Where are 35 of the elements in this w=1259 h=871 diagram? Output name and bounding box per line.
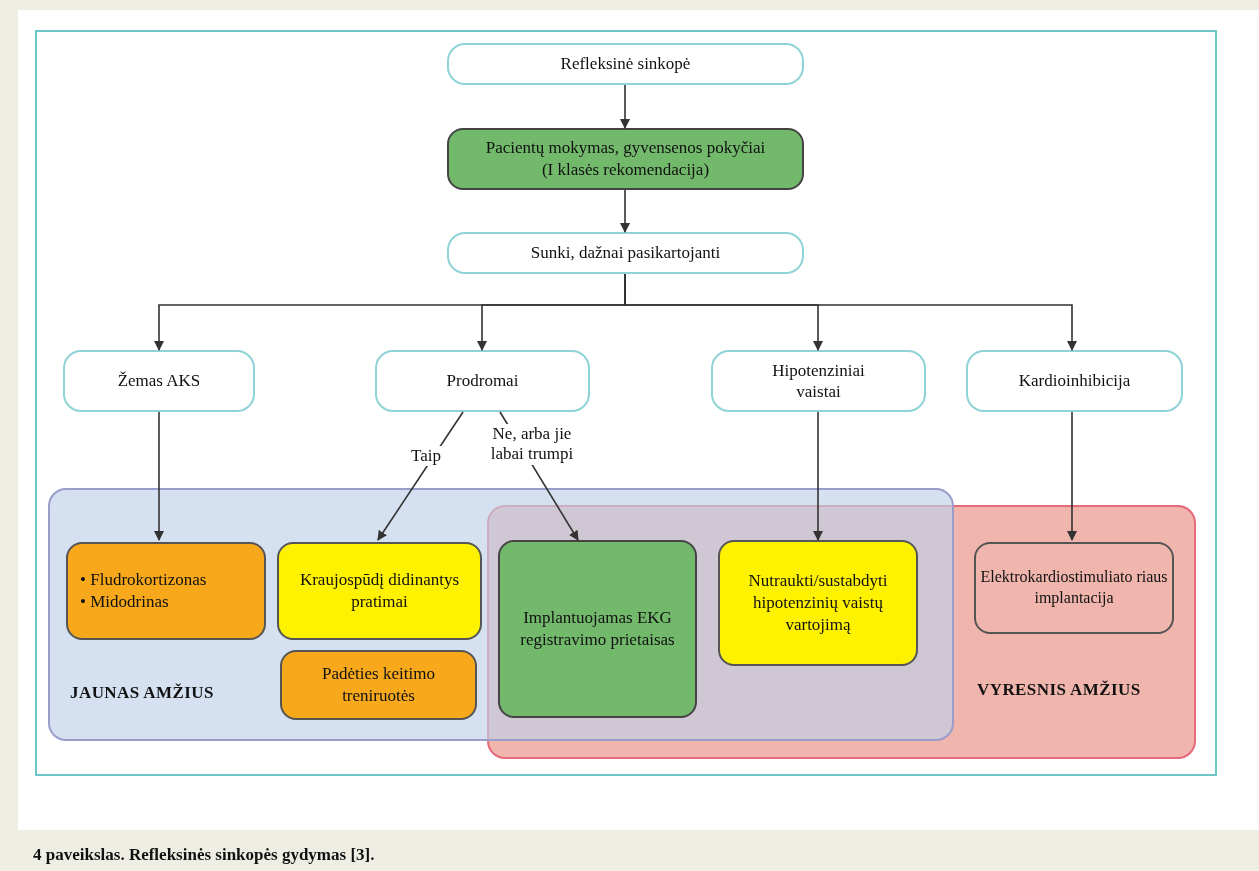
process-box: [718, 540, 918, 666]
arrow: [813, 411, 823, 541]
box-text: Žemas AKS: [117, 370, 201, 392]
rounded-box: [375, 350, 590, 412]
process-box: [66, 542, 266, 640]
box-text: Kraujospūdį didinantys pratimai: [298, 568, 461, 613]
list-item: • Midodrinas: [80, 591, 170, 613]
box-text: Sunki, dažnai pasikartojanti: [530, 242, 721, 264]
process-box: [498, 540, 697, 718]
rounded-box: [447, 232, 804, 274]
process-box: [277, 542, 482, 640]
arrow: [620, 189, 630, 233]
caption: 4 paveikslas. Refleksinės sinkopės gydymas [3].: [33, 844, 375, 866]
box-text: Elektrokardiostimuliato riaus implantacija: [980, 567, 1168, 609]
box-text: Hipotenziniai vaistai: [771, 359, 866, 403]
group-label: VYRESNIS AMŽIUS: [977, 679, 1141, 701]
process-box: [974, 542, 1174, 634]
box-text: Nutraukti/sustabdyti hipotenzinių vaistų vartojimą: [747, 569, 889, 637]
group-label: JAUNAS AMŽIUS: [70, 682, 214, 704]
box-text: Implantuojamas EKG registravimo prietaisas: [519, 606, 676, 651]
box-text: Pacientų mokymas, gyvensenos pokyčiai (I klasės rekomendacija): [485, 136, 766, 181]
process-box: [280, 650, 477, 720]
box-text: Prodromai: [446, 370, 519, 392]
arrow: [620, 84, 630, 129]
process-box: [447, 128, 804, 190]
arrow: [154, 411, 164, 541]
arrow: [1067, 411, 1077, 541]
box-text: Refleksinė sinkopė: [560, 53, 691, 75]
rounded-box: [63, 350, 255, 412]
rounded-box: [447, 43, 804, 85]
list-item: • Fludrokortizonas: [80, 568, 207, 591]
rounded-box: [966, 350, 1183, 412]
box-text: Padėties keitimo treniruotės: [321, 662, 436, 707]
rounded-box: [711, 350, 926, 412]
box-text: Kardioinhibicija: [1018, 370, 1131, 392]
